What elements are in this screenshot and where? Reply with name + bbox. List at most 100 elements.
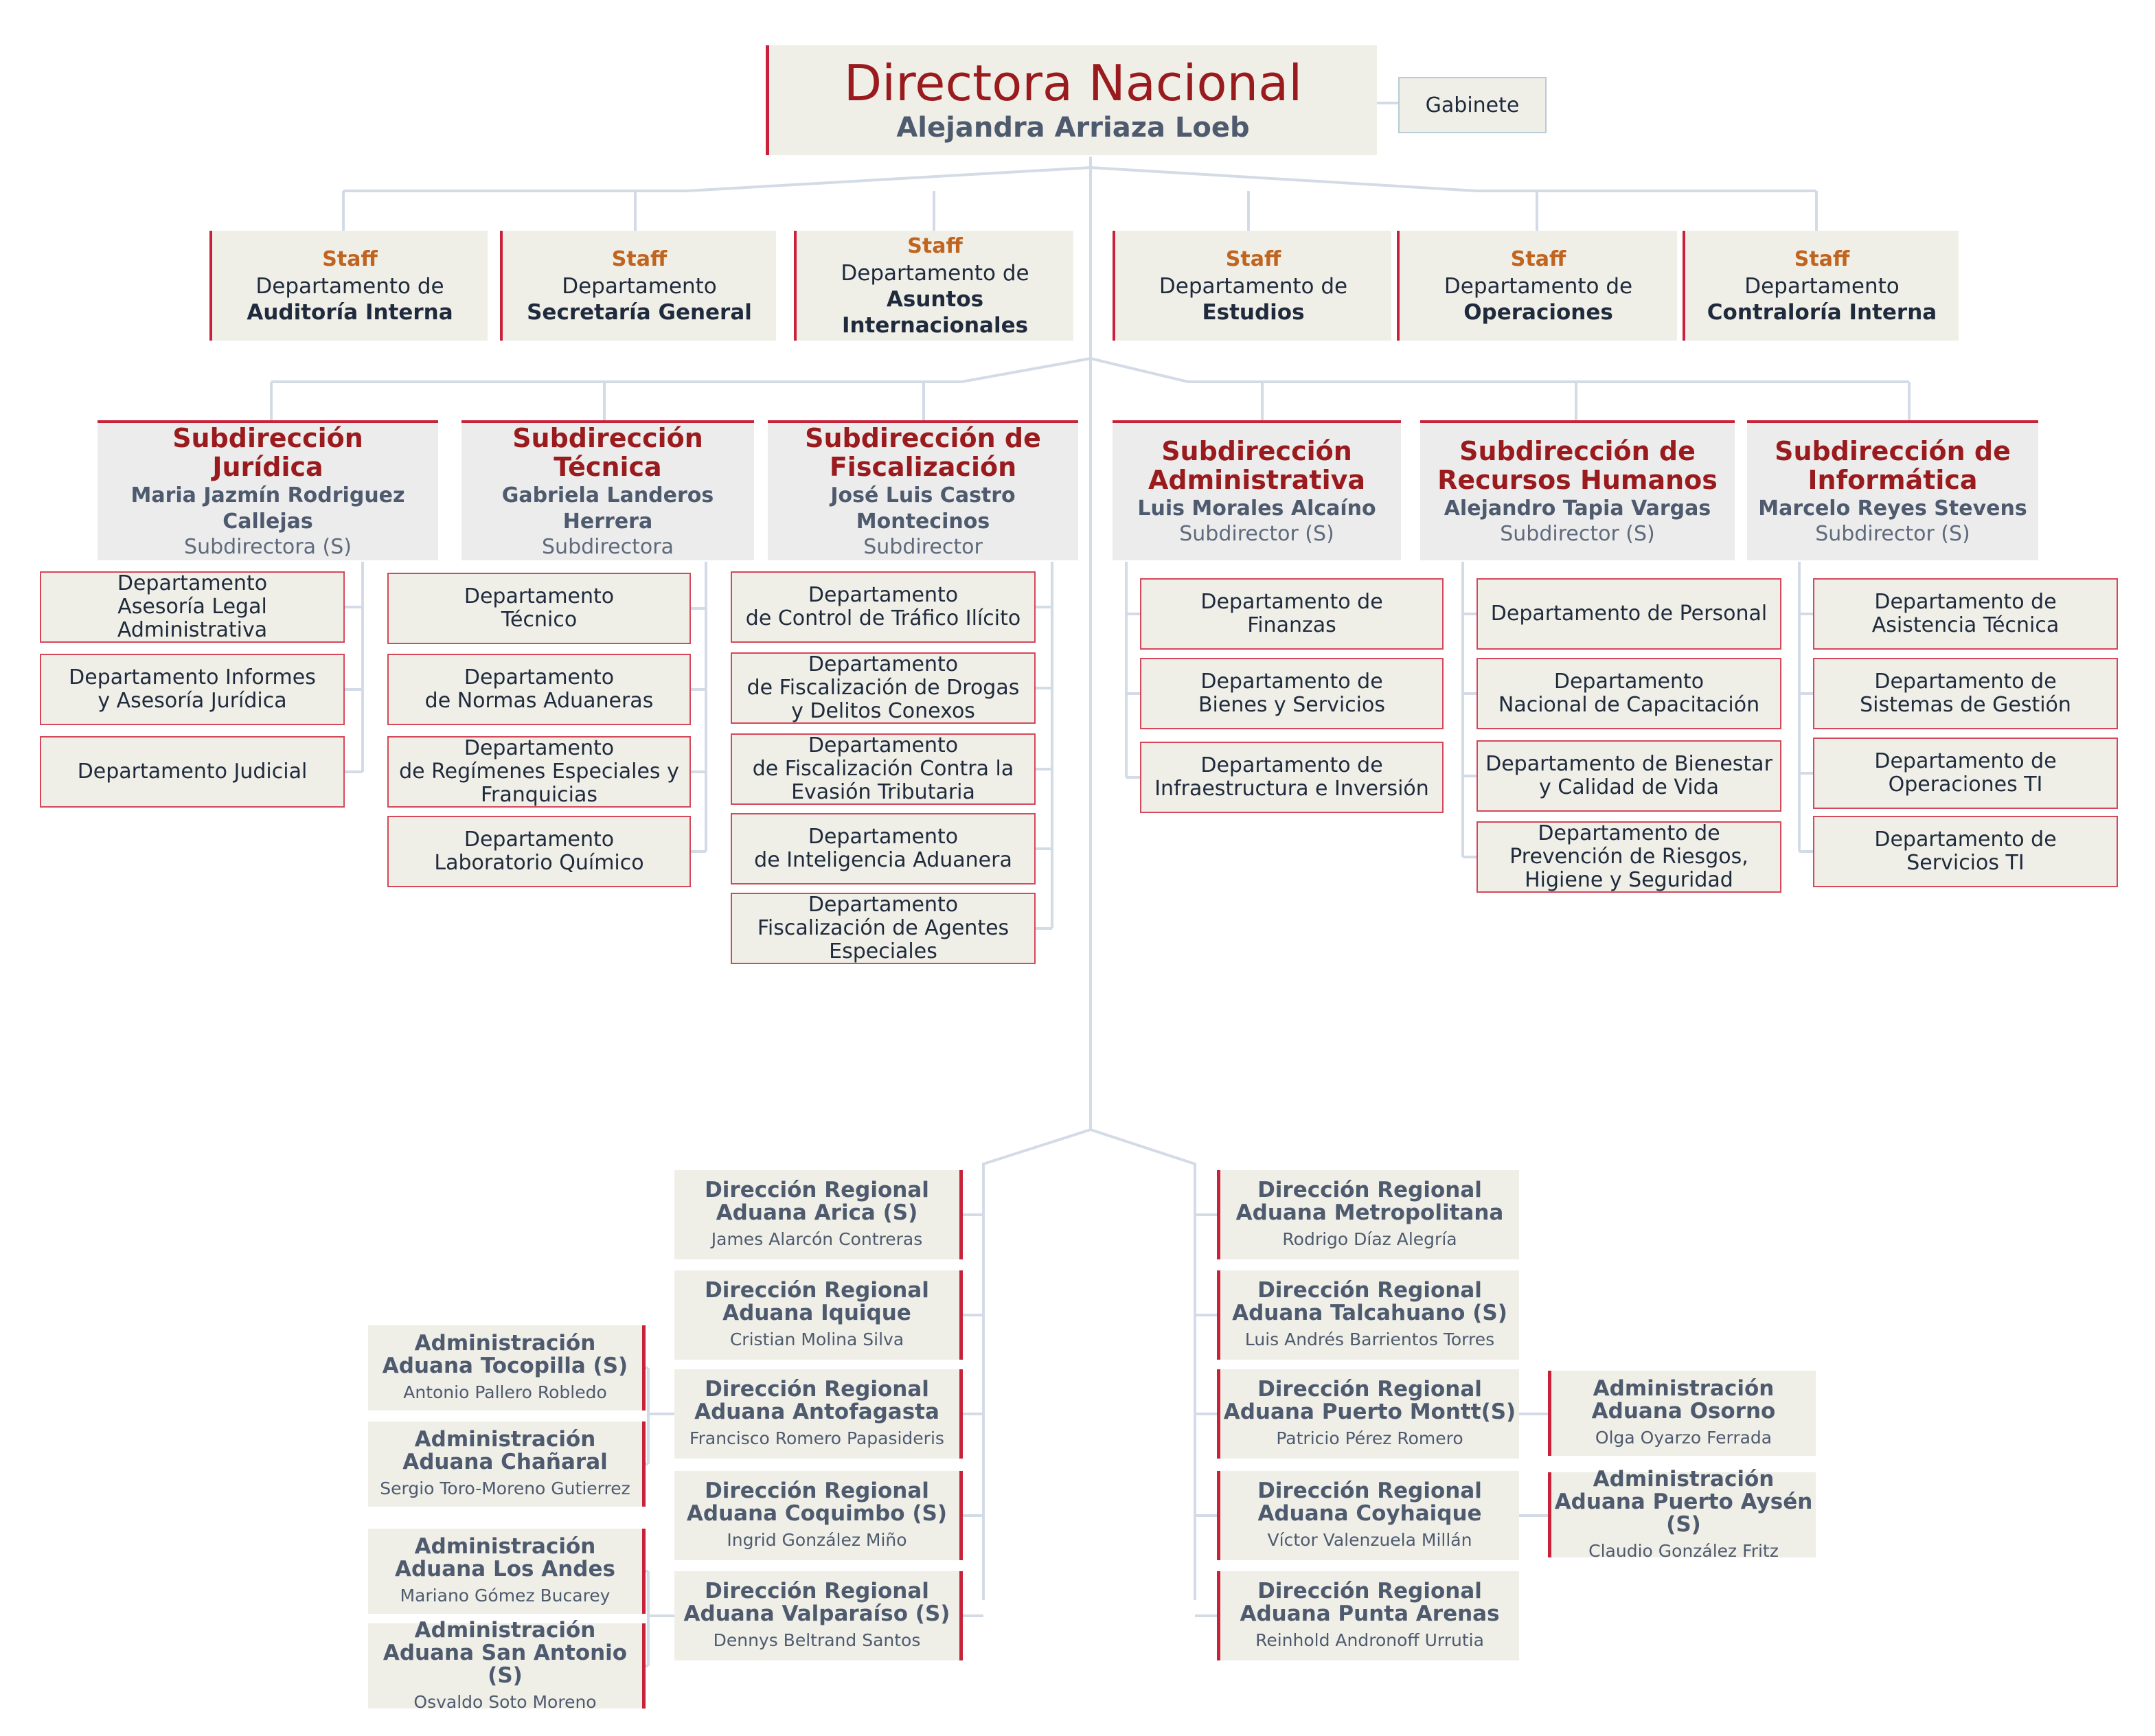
department-label-line: Departamento <box>117 571 268 595</box>
subdireccion-title-line2: Recursos Humanos <box>1437 465 1718 495</box>
regional-title-line1: Dirección Regional <box>1257 1178 1482 1202</box>
department-label-line: Departamento de Bienestar <box>1485 752 1772 776</box>
department-box[interactable]: Departamento de Personal <box>1476 578 1781 650</box>
regional-title-line1: Dirección Regional <box>705 1377 929 1402</box>
administration-person: Olga Oyarzo Ferrada <box>1595 1428 1772 1448</box>
regional-title-line1: Dirección Regional <box>705 1178 929 1202</box>
department-label-line: Prevención de Riesgos, <box>1509 845 1748 869</box>
administration-title-line1: Administración <box>414 1427 596 1452</box>
regional-title-line1: Dirección Regional <box>705 1278 929 1303</box>
director-name: Alejandra Arriaza Loeb <box>896 112 1250 144</box>
regional-person: Víctor Valenzuela Millán <box>1267 1530 1472 1550</box>
department-label-line: de Normas Aduaneras <box>424 689 654 713</box>
department-label-line: Laboratorio Químico <box>434 851 644 875</box>
subdireccion-title-line1: Subdirección de <box>1459 436 1696 466</box>
regional-spine-right <box>1090 1128 1196 1600</box>
department-label-line: Departamento de <box>1874 827 2057 852</box>
department-label-line: Departamento de <box>1874 749 2057 773</box>
department-label-line: Departamento <box>808 583 959 607</box>
administration-title-line1: Administración <box>414 1617 596 1643</box>
department-label-line: Departamento Judicial <box>77 760 308 784</box>
staff-line2: Auditoría Interna <box>247 300 453 325</box>
regional-title-line1: Dirección Regional <box>705 1579 929 1603</box>
subdireccion-title-line1: Subdirección de <box>805 423 1041 453</box>
regional-title-line2: Aduana Coquimbo (S) <box>686 1501 948 1526</box>
department-box[interactable]: Departamento Judicial <box>40 736 345 808</box>
department-label-line: de Regímenes Especiales y <box>399 760 679 784</box>
regional-person: Reinhold Andronoff Urrutia <box>1255 1630 1484 1650</box>
administration-title-line2: Aduana Osorno <box>1591 1399 1776 1424</box>
subdireccion-person: Luis Morales Alcaíno <box>1137 496 1376 521</box>
department-label-line: y Calidad de Vida <box>1539 775 1719 799</box>
subdireccion-title-line1: Subdirección <box>512 423 703 453</box>
sub-branch-left <box>271 357 1091 383</box>
subdireccion-role: Subdirector <box>863 535 983 559</box>
gabinete-label: Gabinete <box>1425 93 1520 117</box>
department-label-line: Departamento de <box>1874 670 2057 694</box>
subdireccion-person: Maria Jazmín Rodriguez Callejas <box>130 483 405 534</box>
staff-branch-right <box>1090 166 1816 192</box>
gabinete-box[interactable]: Gabinete <box>1398 77 1547 133</box>
staff-line1: Departamento de <box>1159 274 1348 299</box>
subdireccion-title-line2: Técnica <box>554 452 662 482</box>
department-label-line: Departamento de <box>1538 821 1720 845</box>
subdireccion-title-line2: Jurídica <box>212 452 323 482</box>
staff-line1: Departamento <box>1744 274 1900 299</box>
regional-person: Ingrid González Miño <box>727 1530 907 1550</box>
director-title: Directora Nacional <box>843 54 1303 112</box>
regional-person: Patricio Pérez Romero <box>1276 1428 1463 1448</box>
department-label-line: Evasión Tributaria <box>791 780 975 804</box>
regional-person: James Alarcón Contreras <box>711 1229 923 1249</box>
